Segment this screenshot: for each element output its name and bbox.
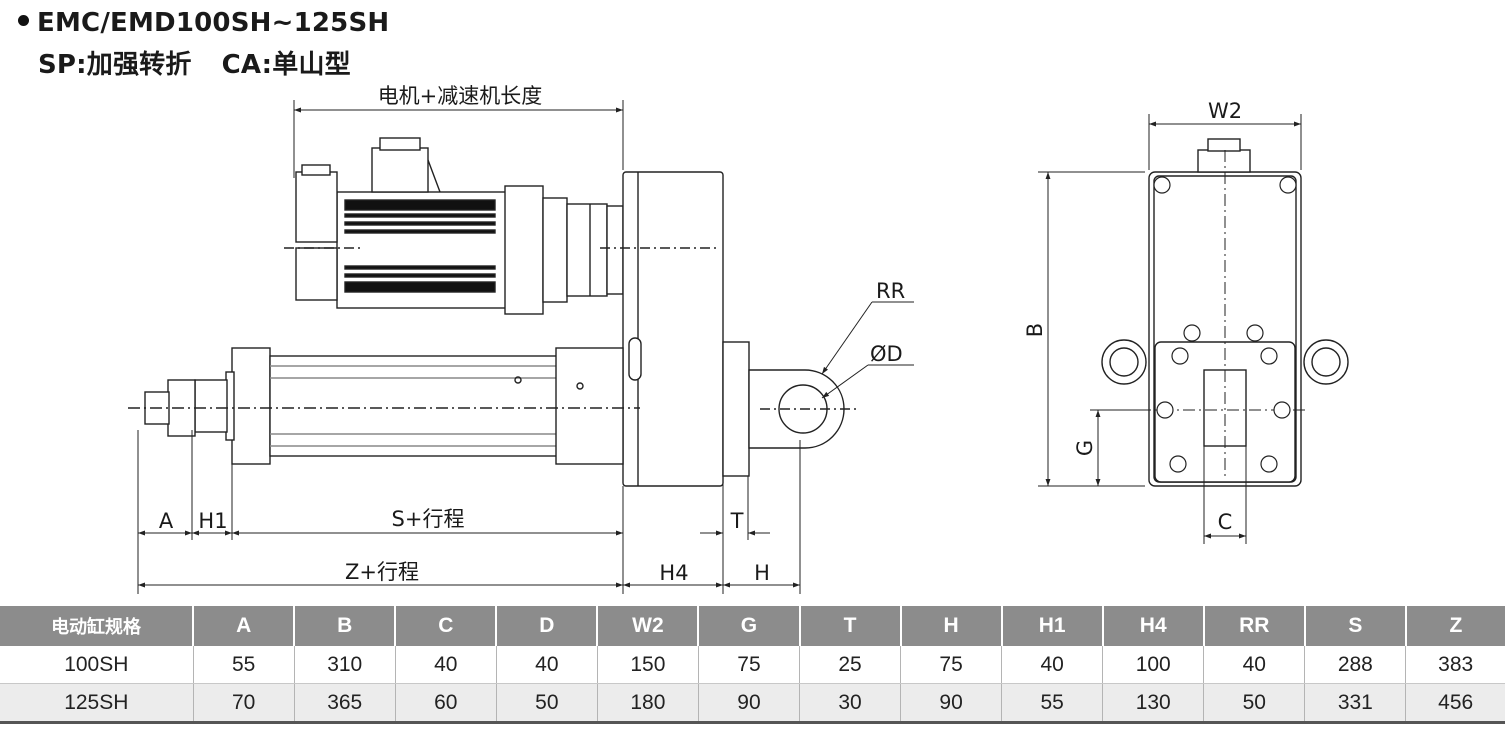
cell-z: 456 [1405,683,1505,724]
header-b: B [294,606,397,646]
cell-z: 383 [1405,646,1505,684]
b-label: B [1023,323,1047,337]
rear-clevis [722,341,860,477]
cell-h1: 55 [1001,683,1104,724]
cell-s: 288 [1304,646,1407,684]
header-c: C [395,606,498,646]
cell-h1: 40 [1001,646,1104,684]
gear-housing [600,171,724,487]
header-s: S [1304,606,1407,646]
header-a: A [193,606,296,646]
cell-h4: 100 [1102,646,1205,684]
header-t: T [799,606,902,646]
cell-w2: 150 [597,646,699,684]
technical-drawing: 电机+减速机长度 RR ØD A H1 S+行程 T Z+行程 H4 H [128,84,1349,594]
header-h: H [900,606,1003,646]
side-dimensions [137,100,914,594]
motor-length-label: 电机+减速机长度 [378,84,543,108]
table-row: 100SH 55 310 40 40 150 75 25 75 40 100 4… [0,646,1505,684]
cell-b: 365 [294,683,396,724]
table-header-row: 电动缸规格 A B C D W2 G T H H1 H4 RR S Z [0,606,1505,646]
cell-b: 310 [294,646,396,684]
cell-c: 40 [395,646,497,684]
cell-t: 30 [799,683,902,724]
cell-a: 70 [193,683,295,724]
cell-d: 50 [496,683,598,724]
cell-c: 60 [395,683,497,724]
header-z: Z [1405,606,1505,646]
cell-model: 100SH [0,646,194,684]
cell-g: 90 [698,683,801,724]
rr-label: RR [876,279,905,303]
end-view-screws [1153,176,1297,473]
s-label: S+行程 [392,507,465,531]
od-label: ØD [870,342,903,366]
servo-motor [284,137,624,315]
options-line: SP:加强转折 CA:单山型 [38,44,351,81]
h4-label: H4 [659,561,688,585]
option-ca: CA:单山型 [221,50,351,80]
cell-rr: 40 [1203,646,1306,684]
cell-model: 125SH [0,683,194,724]
h-label: H [754,561,770,585]
cell-h: 75 [900,646,1003,684]
cell-w2: 180 [597,683,699,724]
option-sp: SP:加强转折 [38,50,192,80]
header-w2: W2 [597,606,700,646]
header-model: 电动缸规格 [0,606,195,646]
table-row: 125SH 70 365 60 50 180 90 30 90 55 130 5… [0,683,1505,724]
header-h1: H1 [1001,606,1104,646]
spec-table: 电动缸规格 A B C D W2 G T H H1 H4 RR S Z 100S… [0,606,1505,724]
cell-h4: 130 [1102,683,1205,724]
cell-h: 90 [900,683,1003,724]
w2-label: W2 [1208,99,1242,123]
a-label: A [159,509,174,533]
c-label: C [1218,510,1233,534]
end-view [1095,138,1349,487]
header-g: G [698,606,801,646]
cell-d: 40 [496,646,598,684]
cylinder-tube [128,347,640,465]
cell-s: 331 [1304,683,1407,724]
cell-g: 75 [698,646,801,684]
g-label: G [1073,440,1097,456]
model-title: EMC/EMD100SH~125SH [37,8,390,38]
header-h4: H4 [1102,606,1205,646]
cell-t: 25 [799,646,902,684]
t-label: T [730,509,744,533]
cell-rr: 50 [1203,683,1306,724]
page-title: EMC/EMD100SH~125SH [18,8,389,38]
h1-label: H1 [198,509,227,533]
cell-a: 55 [193,646,295,684]
header-rr: RR [1203,606,1306,646]
bullet-icon [18,15,29,26]
side-view [128,137,860,487]
header-d: D [496,606,599,646]
end-dimensions [1038,114,1302,544]
z-label: Z+行程 [345,560,419,584]
